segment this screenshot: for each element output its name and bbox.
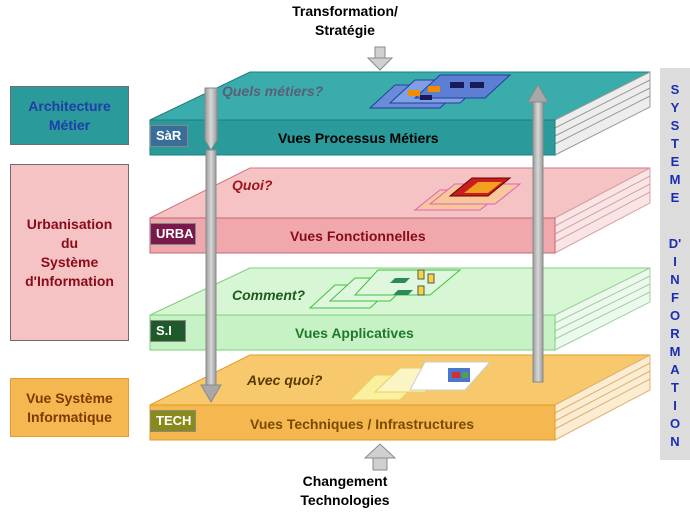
question-sar: Quels métiers? — [222, 83, 324, 99]
bottom-caption-line-1: Changement — [302, 473, 388, 489]
question-tech: Avec quoi? — [247, 372, 323, 388]
side-letter-6: M — [669, 172, 681, 187]
top-caption: Transformation/ Stratégie — [0, 2, 690, 40]
box-architecture-metier: Architecture Métier — [10, 86, 129, 145]
box-vue-systeme: Vue Système Informatique — [10, 378, 129, 437]
side-letter-7: E — [670, 190, 680, 205]
box-architecture-metier-line-2: Métier — [48, 116, 91, 133]
tag-si: S.I — [150, 320, 186, 342]
box-urbanisation-line-3: Système — [40, 253, 99, 270]
side-bar-systeme-information: S Y S T E M E D' I N F O R M A T I O N — [660, 68, 690, 460]
question-si: Comment? — [232, 287, 306, 303]
side-letter-15: M — [669, 344, 681, 359]
side-letter-19: O — [669, 416, 681, 431]
left-vertical-arrow — [200, 87, 222, 403]
functional-blocks-icon — [413, 177, 522, 211]
side-letter-1: S — [670, 82, 680, 97]
label-tech: Vues Techniques / Infrastructures — [250, 416, 475, 432]
box-vue-systeme-line-1: Vue Système — [26, 389, 113, 406]
side-letter-11: N — [670, 272, 680, 287]
side-letter-9: D' — [668, 236, 682, 251]
side-letter-16: A — [670, 362, 680, 377]
box-architecture-metier-line-1: Architecture — [28, 97, 111, 114]
tag-urba: URBA — [150, 223, 196, 245]
side-letter-2: Y — [670, 100, 680, 115]
tag-tech: TECH — [150, 410, 196, 432]
applications-icon — [308, 269, 462, 309]
right-vertical-arrow — [527, 84, 549, 383]
label-si: Vues Applicatives — [295, 325, 414, 341]
side-letter-13: O — [669, 308, 681, 323]
side-letter-4: T — [671, 136, 679, 151]
bottom-caption: Changement Technologies — [0, 472, 690, 510]
box-urbanisation-line-4: d'Information — [25, 272, 114, 289]
label-urba: Vues Fonctionnelles — [290, 228, 426, 244]
box-urbanisation: Urbanisation du Système d'Information — [10, 164, 129, 341]
process-diagram-icon — [368, 74, 512, 109]
tag-sar: SàR — [150, 125, 188, 147]
side-letter-18: I — [673, 398, 677, 413]
layer-urba — [149, 167, 651, 254]
question-urba: Quoi? — [232, 177, 273, 193]
side-letter-17: T — [671, 380, 679, 395]
side-letter-5: E — [670, 154, 680, 169]
top-down-arrow — [366, 46, 394, 71]
side-letter-3: S — [670, 118, 680, 133]
infrastructure-icon — [348, 361, 492, 401]
side-letter-10: I — [673, 254, 677, 269]
bottom-caption-line-2: Technologies — [300, 492, 390, 508]
side-letter-12: F — [671, 290, 679, 305]
box-urbanisation-line-1: Urbanisation — [26, 215, 113, 232]
side-letter-20: N — [670, 434, 680, 449]
top-caption-line-1: Transformation/ — [292, 3, 398, 19]
box-urbanisation-line-2: du — [60, 234, 79, 251]
label-sar: Vues Processus Métiers — [278, 130, 439, 146]
top-caption-line-2: Stratégie — [315, 22, 375, 38]
box-vue-systeme-line-2: Informatique — [27, 408, 112, 425]
bottom-up-arrow — [363, 443, 397, 471]
side-letter-14: R — [670, 326, 680, 341]
